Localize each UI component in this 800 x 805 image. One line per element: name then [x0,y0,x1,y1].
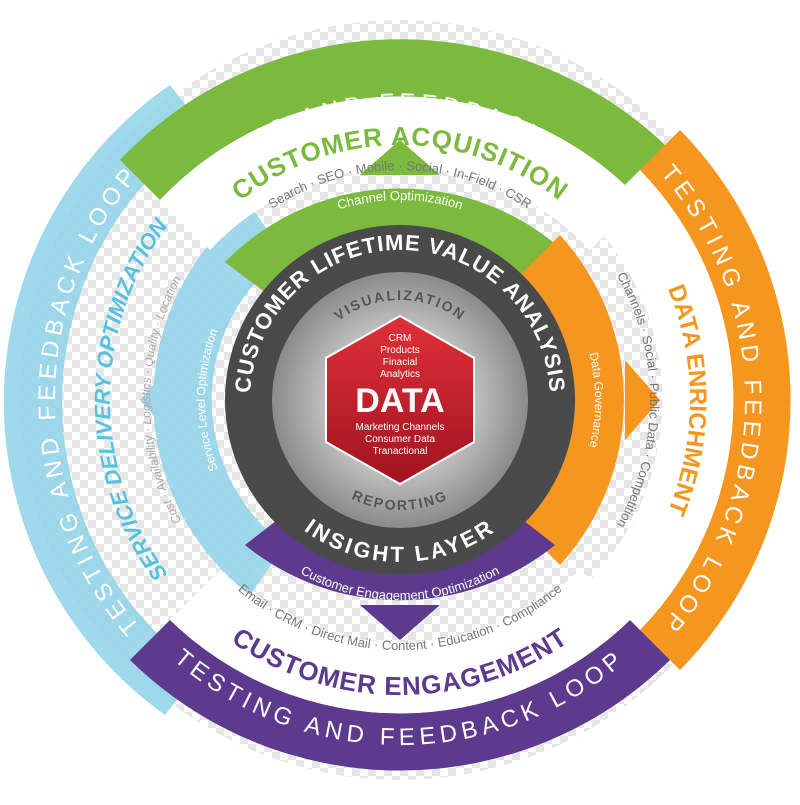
data-title: DATA [355,382,444,420]
data-top-line: Finacial [383,357,417,368]
data-hexagon [325,314,475,486]
data-bottom-line: Marketing Channels [356,422,445,433]
data-core-text: CRM Products Finacial Analytics DATA Mar… [355,333,444,457]
data-bottom-line: Consumer Data [365,434,435,445]
service-delivery-quadrant [3,85,285,715]
data-top-line: Products [380,345,419,356]
data-bottom-line: Tranactional [373,446,428,457]
data-top-line: Analytics [380,369,420,380]
enrichment-stage: Data Governance [586,351,606,449]
data-top-line: CRM [389,333,412,344]
